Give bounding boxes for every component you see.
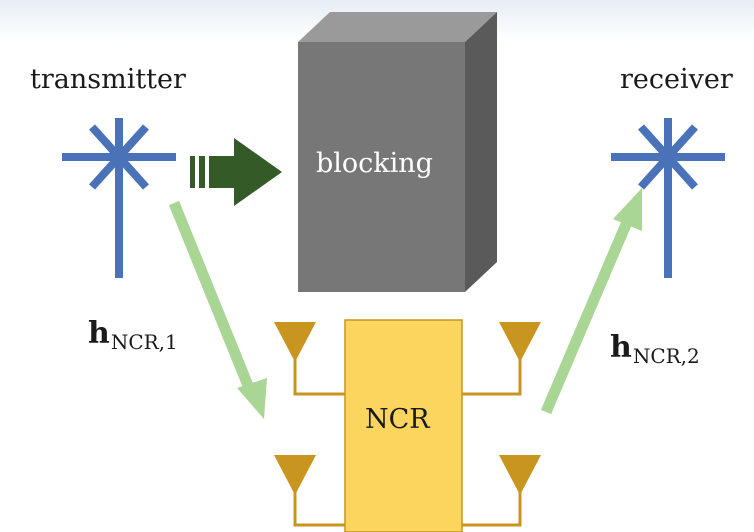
- blocking-top-face: [298, 12, 497, 42]
- ncr-feed-lines: [293, 348, 522, 527]
- channel-2-label: hNCR,2: [610, 330, 700, 368]
- ncr-antenna-bottom-right-icon: [499, 455, 541, 495]
- transmitter-label: transmitter: [30, 64, 186, 95]
- ncr-antenna-top-right-icon: [499, 322, 541, 362]
- channel-1-label: hNCR,1: [88, 316, 178, 354]
- channel-2-symbol: h: [610, 330, 632, 365]
- blocking-front-face: [298, 42, 465, 292]
- ncr-box: [344, 319, 463, 532]
- blocking-side-face: [465, 12, 497, 292]
- blocking-obstacle: [298, 12, 497, 292]
- blocking-label: blocking: [316, 148, 433, 179]
- channel-arrow-2: [540, 188, 642, 415]
- channel-2-subscript: NCR,2: [632, 344, 700, 368]
- blocked-link-arrow: [190, 138, 282, 206]
- ncr-antenna-top-left-icon: [274, 322, 316, 362]
- ncr-label: NCR: [365, 404, 430, 435]
- channel-arrow-1: [168, 200, 267, 419]
- transmitter-antenna-icon: [62, 118, 176, 278]
- channel-1-symbol: h: [88, 316, 110, 351]
- channel-1-subscript: NCR,1: [110, 330, 178, 354]
- ncr-antenna-bottom-left-icon: [274, 455, 316, 495]
- receiver-label: receiver: [620, 64, 733, 95]
- receiver-antenna-icon: [611, 118, 725, 278]
- ncr-antennas: [274, 322, 541, 495]
